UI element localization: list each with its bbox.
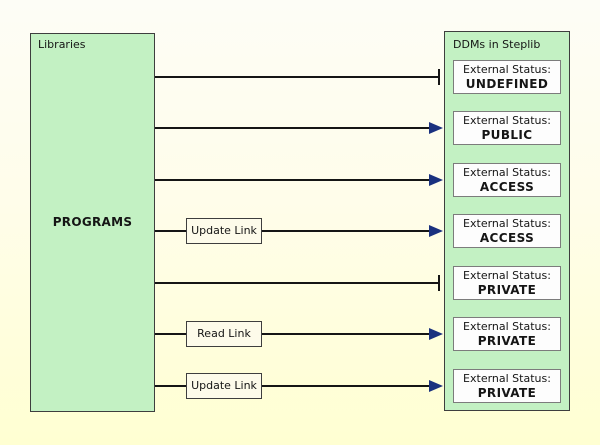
connector-line (262, 230, 429, 232)
blocked-bar-icon (438, 275, 440, 291)
arrowhead-icon (429, 380, 443, 392)
status-box-access-1: External Status: ACCESS (453, 163, 561, 197)
connector-line (155, 76, 438, 78)
status-prefix: External Status: (463, 372, 551, 385)
connector-line (262, 333, 429, 335)
status-value: PRIVATE (477, 334, 537, 348)
status-box-public: External Status: PUBLIC (453, 111, 561, 145)
connector-line (155, 127, 429, 129)
connector-line (155, 333, 186, 335)
connector-line (155, 179, 429, 181)
status-value: ACCESS (479, 180, 535, 194)
arrowhead-icon (429, 225, 443, 237)
status-prefix: External Status: (463, 63, 551, 76)
libraries-box-title: Libraries (38, 38, 86, 51)
status-box-private-2: External Status: PRIVATE (453, 317, 561, 351)
status-prefix: External Status: (463, 166, 551, 179)
status-prefix: External Status: (463, 269, 551, 282)
status-value: UNDEFINED (465, 77, 549, 91)
status-box-access-2: External Status: ACCESS (453, 214, 561, 248)
status-value: PUBLIC (481, 128, 533, 142)
status-prefix: External Status: (463, 114, 551, 127)
status-value: ACCESS (479, 231, 535, 245)
arrowhead-icon (429, 174, 443, 186)
read-link-box: Read Link (186, 321, 262, 347)
programs-label: PROGRAMS (52, 214, 133, 229)
status-box-undefined: External Status: UNDEFINED (453, 60, 561, 94)
status-prefix: External Status: (463, 320, 551, 333)
arrowhead-icon (429, 328, 443, 340)
update-link-box: Update Link (186, 373, 262, 399)
libraries-box: Libraries PROGRAMS (30, 33, 155, 412)
connector-line (155, 282, 438, 284)
status-value: PRIVATE (477, 283, 537, 297)
connector-line (155, 385, 186, 387)
connector-line (262, 385, 429, 387)
steplib-box-title: DDMs in Steplib (453, 38, 541, 51)
connector-line (155, 230, 186, 232)
blocked-bar-icon (438, 69, 440, 85)
update-link-box: Update Link (186, 218, 262, 244)
status-box-private-1: External Status: PRIVATE (453, 266, 561, 300)
status-prefix: External Status: (463, 217, 551, 230)
status-value: PRIVATE (477, 386, 537, 400)
status-box-private-3: External Status: PRIVATE (453, 369, 561, 403)
arrowhead-icon (429, 122, 443, 134)
